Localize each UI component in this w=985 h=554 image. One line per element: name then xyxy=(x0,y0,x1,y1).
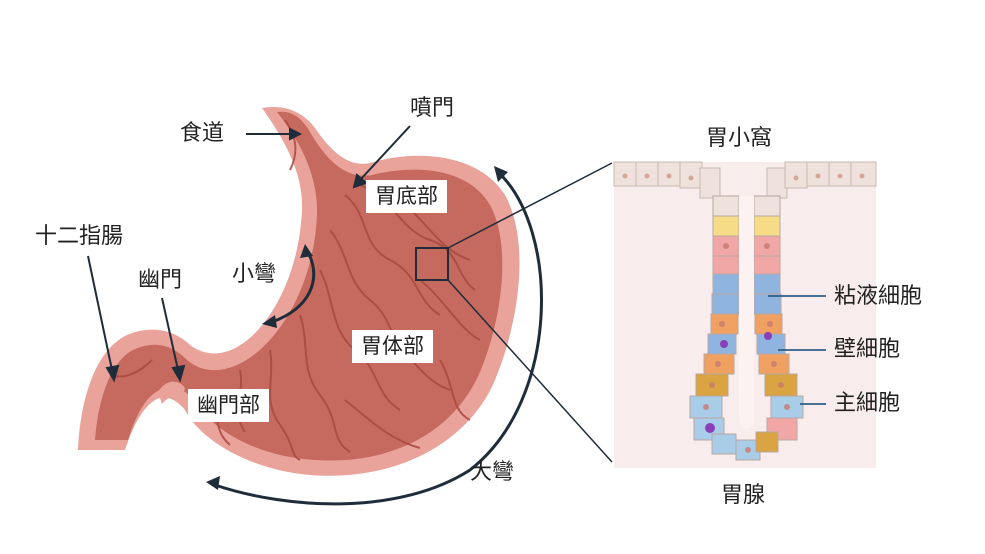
cardia-arrowhead xyxy=(352,173,368,189)
gland-base xyxy=(711,431,779,461)
esophagus-label: 食道 xyxy=(180,121,225,146)
pylorus-label: 幽門 xyxy=(138,268,183,293)
lesser-curvature-label: 小彎 xyxy=(232,262,277,287)
pyloric-sphincter xyxy=(158,381,185,404)
pylorus-leader xyxy=(161,297,179,371)
duodenum-leader xyxy=(87,255,113,371)
gastric-gland-panel xyxy=(613,161,877,468)
duodenum-label: 十二指腸 xyxy=(35,224,124,249)
gland-lumen xyxy=(739,196,754,429)
parietal-cell-label: 壁細胞 xyxy=(834,337,901,362)
lesser-curvature-arrow xyxy=(262,244,316,328)
cardia-label: 噴門 xyxy=(410,96,455,121)
cardia-leader xyxy=(359,125,411,181)
pylorus-arrowhead xyxy=(171,364,186,383)
mucous-cell-label: 粘液細胞 xyxy=(834,284,923,309)
magnified-region-box xyxy=(415,247,449,281)
gastric-gland-label: 胃腺 xyxy=(721,483,766,508)
chief-cell-label: 主細胞 xyxy=(834,391,901,416)
zoom-line-top xyxy=(447,162,613,249)
body-label: 胃体部 xyxy=(352,330,433,363)
greater-curvature-arrow xyxy=(206,166,543,506)
duodenum-arrowhead xyxy=(105,364,120,383)
gastric-pit-label: 胃小窩 xyxy=(706,126,773,151)
zoom-line-bottom xyxy=(447,279,613,463)
pyloric-part-label: 幽門部 xyxy=(188,389,269,422)
esophagus-arrowhead xyxy=(289,127,303,141)
fundus-label: 胃底部 xyxy=(366,180,447,213)
greater-curvature-label: 大彎 xyxy=(470,460,515,485)
